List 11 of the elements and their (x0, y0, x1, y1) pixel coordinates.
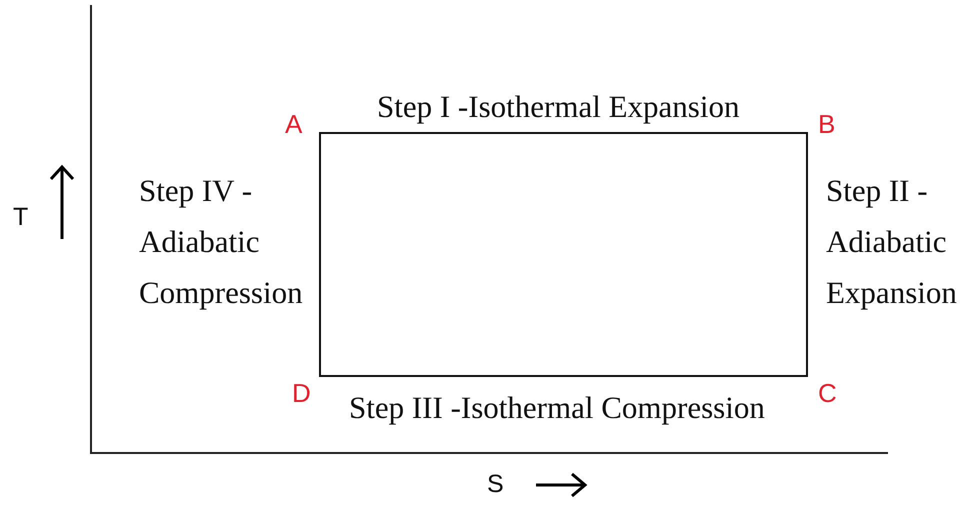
corner-label: C (818, 378, 837, 408)
step-label: Step III -Isothermal Compression (349, 390, 765, 426)
cycle-rectangle (319, 132, 808, 377)
step-label: Step I -Isothermal Expansion (377, 89, 740, 125)
corner-label: B (818, 109, 836, 139)
step-label: Step II - Adiabatic Expansion (826, 172, 957, 312)
corner-label: A (285, 109, 302, 139)
axis-label: S (487, 470, 504, 499)
axis-label: T (13, 203, 28, 232)
corner-label: D (292, 378, 311, 408)
step-label: Step IV - Adiabatic Compression (139, 172, 303, 312)
